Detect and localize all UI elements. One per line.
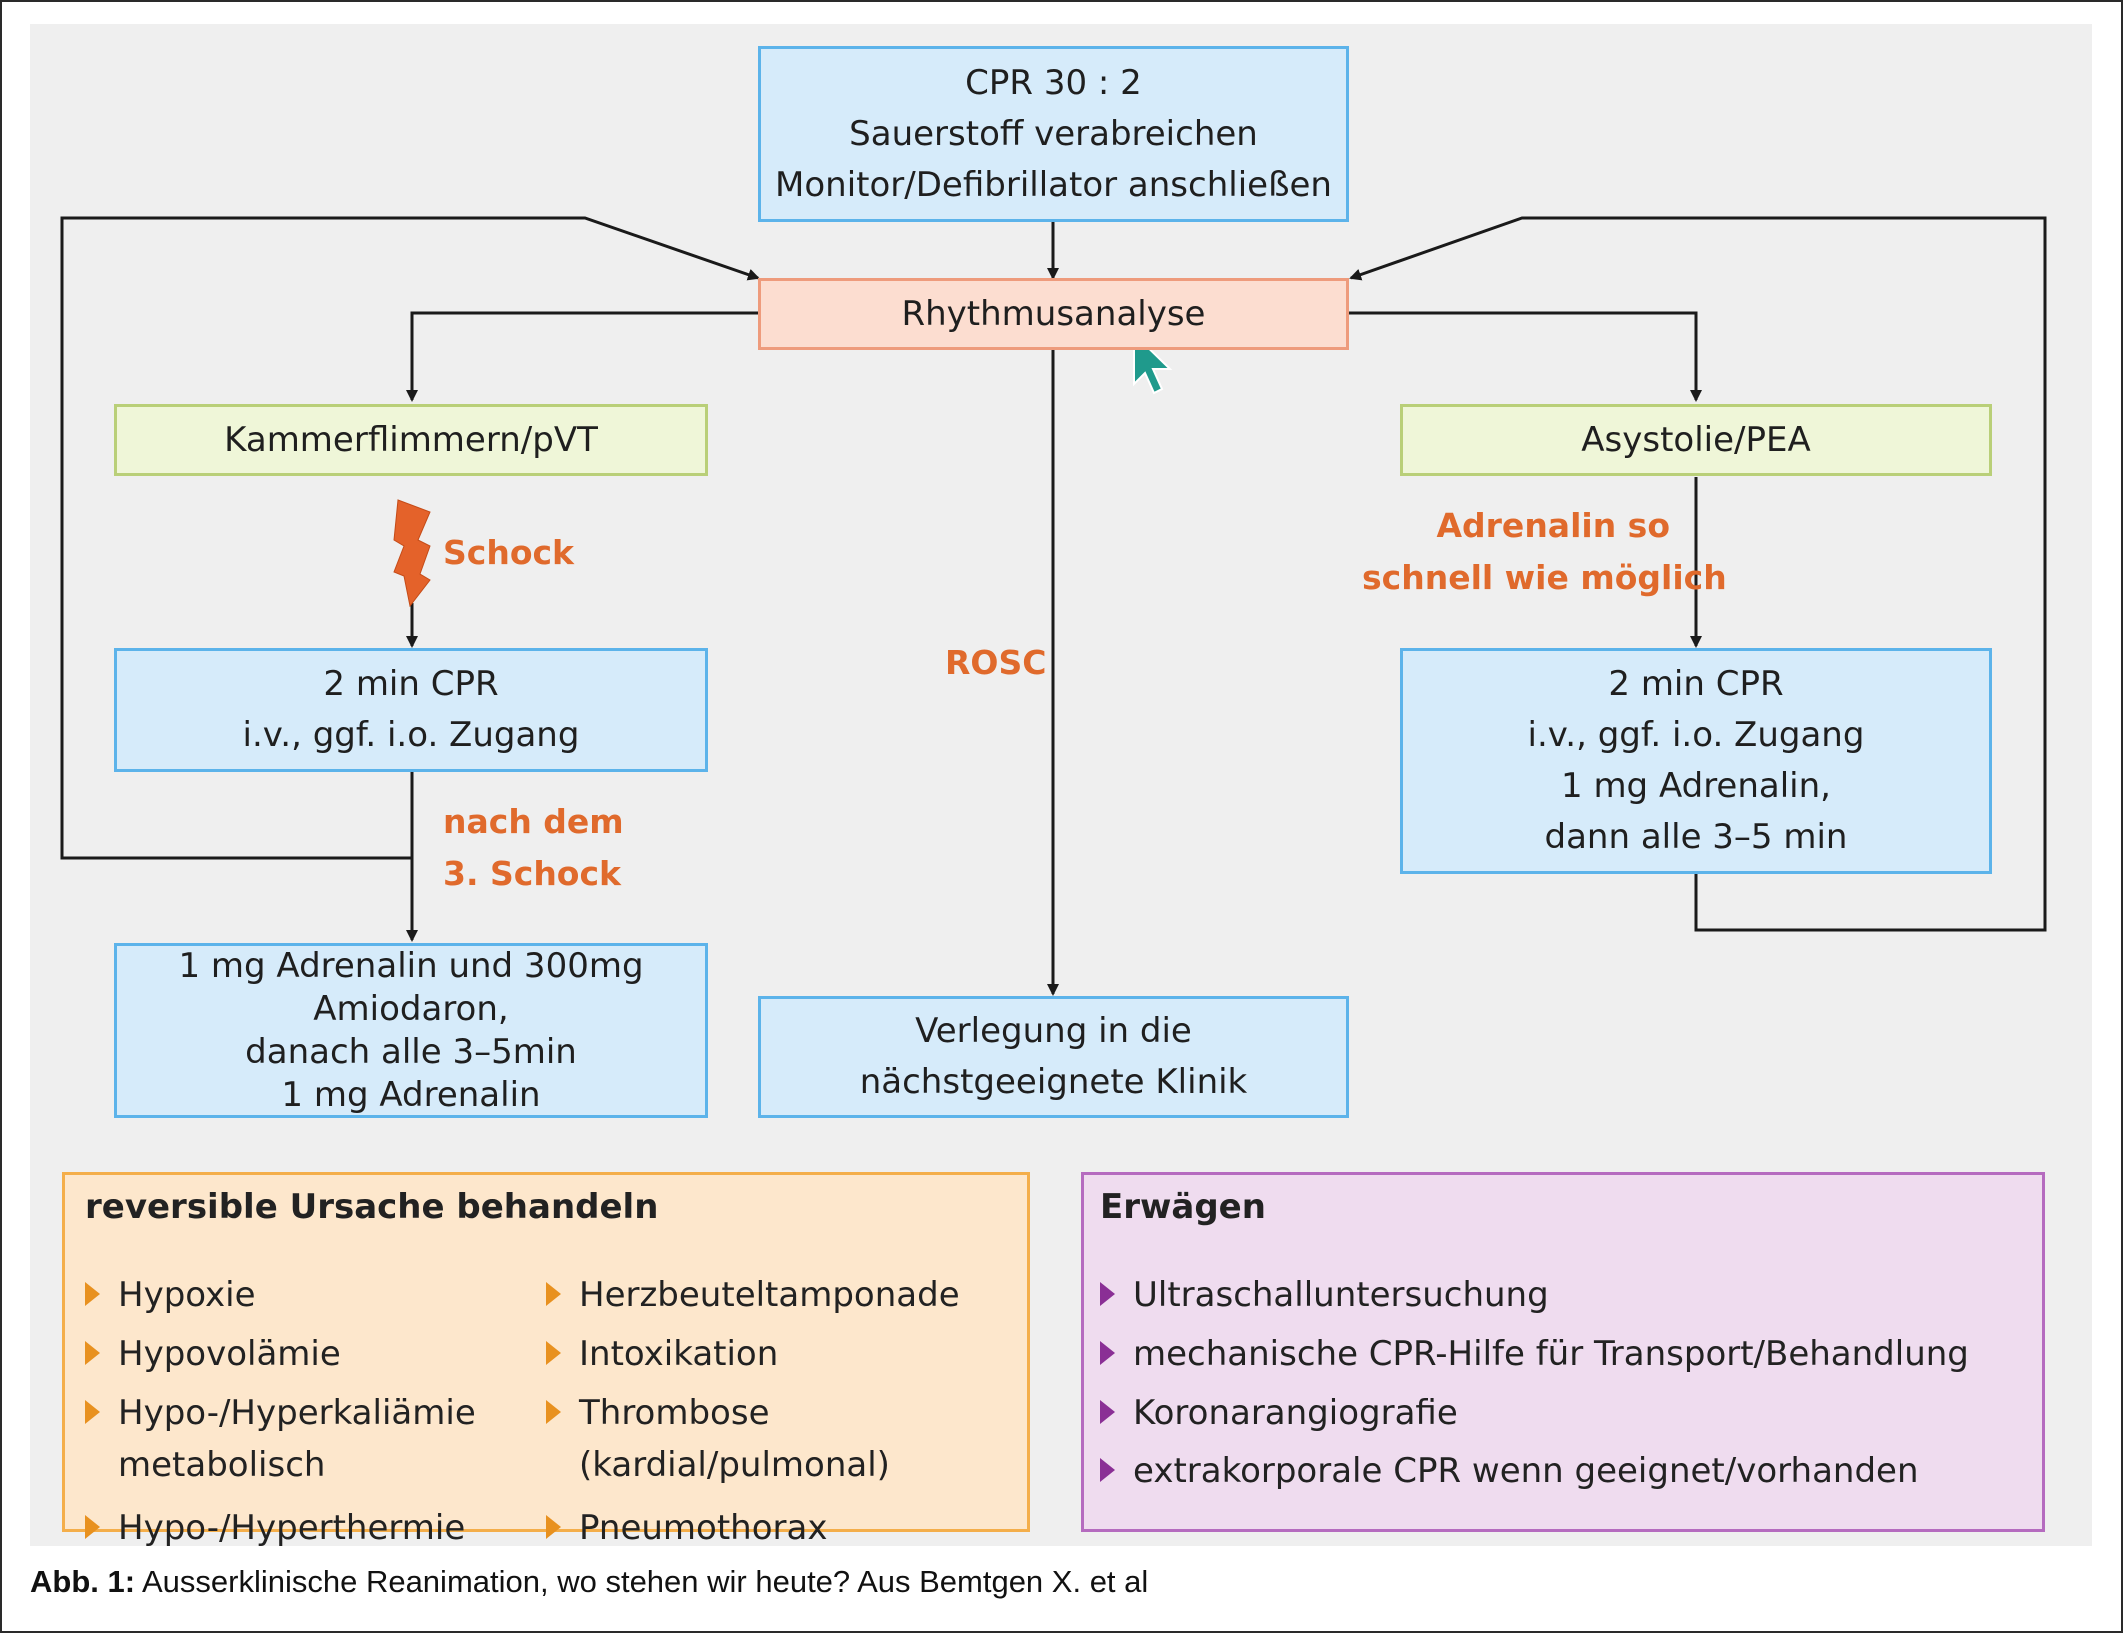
cpr-left-line-1: 2 min CPR: [323, 664, 499, 704]
cpr-left-line-2: i.v., ggf. i.o. Zugang: [242, 715, 580, 755]
reversible-item: Hypoxie: [85, 1269, 256, 1321]
box-rhythm-analysis: Rhythmusanalyse: [758, 278, 1349, 350]
box-cpr-right: 2 min CPR i.v., ggf. i.o. Zugang 1 mg Ad…: [1400, 648, 1992, 874]
bullet-triangle-icon: [1100, 1457, 1115, 1482]
arrow-rhythm-to-asystole: [1349, 311, 1702, 402]
legend-consider: Erwägen Ultraschalluntersuchung mechanis…: [1081, 1172, 2045, 1532]
vf-label: Kammerflimmern/pVT: [224, 419, 598, 460]
cpr-right-line-4: dann alle 3–5 min: [1544, 817, 1848, 857]
reversible-item: Hypo-/Hyperthermie: [85, 1502, 465, 1554]
bullet-triangle-icon: [546, 1340, 561, 1365]
consider-item: Ultraschalluntersuchung: [1100, 1269, 1549, 1321]
cpr-line-3: Monitor/Defibrillator anschließen: [775, 164, 1332, 205]
consider-item: mechanische CPR-Hilfe für Transport/Beha…: [1100, 1328, 1969, 1380]
reversible-item: Intoxikation: [546, 1328, 778, 1380]
label-shock: Schock: [443, 533, 575, 572]
reversible-item: Hypo-/Hyperkaliämie: [85, 1387, 476, 1439]
box-adrenalin-amiodaron: 1 mg Adrenalin und 300mg Amiodaron, dana…: [114, 943, 708, 1118]
transfer-line-1: Verlegung in die: [915, 1011, 1192, 1051]
cpr-line-2: Sauerstoff verabreichen: [849, 113, 1258, 154]
figure-caption: Abb. 1: Ausserklinische Reanimation, wo …: [30, 1564, 1148, 1600]
label-after-third-shock: nach dem 3. Schock: [443, 796, 624, 900]
reversible-item-continuation: metabolisch: [118, 1445, 326, 1485]
bullet-triangle-icon: [85, 1514, 100, 1539]
arrow-rhythm-to-vf: [406, 311, 758, 402]
caption-text: Ausserklinische Reanimation, wo stehen w…: [135, 1564, 1149, 1599]
reversible-item-continuation: (kardial/pulmonal): [579, 1445, 890, 1485]
box-asystole-pea: Asystolie/PEA: [1400, 404, 1992, 476]
bullet-triangle-icon: [85, 1281, 100, 1306]
cpr-right-line-2: i.v., ggf. i.o. Zugang: [1527, 715, 1865, 755]
reversible-title: reversible Ursache behandeln: [85, 1187, 659, 1227]
caption-label: Abb. 1:: [30, 1564, 136, 1599]
box-cpr-initial: CPR 30 : 2 Sauerstoff verabreichen Monit…: [758, 46, 1349, 222]
bullet-triangle-icon: [85, 1399, 100, 1424]
bullet-triangle-icon: [546, 1281, 561, 1306]
adrenalin-line-3: 1 mg Adrenalin: [281, 1074, 541, 1115]
consider-item: extrakorporale CPR wenn geeignet/vorhand…: [1100, 1445, 1919, 1497]
reversible-item: Hypovolämie: [85, 1328, 341, 1380]
bullet-triangle-icon: [85, 1340, 100, 1365]
adrenalin-line-1: 1 mg Adrenalin und 300mg Amiodaron,: [178, 945, 644, 1029]
loop-right-to-rhythm: [1349, 216, 2047, 932]
bullet-triangle-icon: [546, 1514, 561, 1539]
lightning-bolt-icon: [393, 499, 431, 608]
loop-left-to-rhythm: [60, 216, 760, 860]
legend-reversible-causes: reversible Ursache behandeln Hypoxie Hyp…: [62, 1172, 1030, 1548]
transfer-line-2: nächstgeeignete Klinik: [859, 1062, 1248, 1102]
cpr-line-1: CPR 30 : 2: [965, 62, 1142, 103]
box-vf-pvt: Kammerflimmern/pVT: [114, 404, 708, 476]
cpr-right-line-3: 1 mg Adrenalin,: [1561, 766, 1831, 806]
reversible-item: Herzbeuteltamponade: [546, 1269, 960, 1321]
box-transfer-clinic: Verlegung in die nächstgeeignete Klinik: [758, 996, 1349, 1118]
after-shock-line-1: nach dem: [443, 802, 624, 841]
consider-title: Erwägen: [1100, 1187, 1266, 1227]
box-cpr-left: 2 min CPR i.v., ggf. i.o. Zugang: [114, 648, 708, 772]
bullet-triangle-icon: [1100, 1281, 1115, 1306]
asystole-label: Asystolie/PEA: [1581, 419, 1811, 460]
rhythm-label: Rhythmusanalyse: [901, 293, 1206, 334]
reversible-item: Pneumothorax: [546, 1502, 827, 1554]
bullet-triangle-icon: [1100, 1399, 1115, 1424]
bullet-triangle-icon: [1100, 1340, 1115, 1365]
cpr-right-line-1: 2 min CPR: [1608, 664, 1784, 704]
adrenalin-fast-line-1: Adrenalin so: [1436, 506, 1671, 545]
after-shock-line-2: 3. Schock: [443, 854, 621, 893]
reversible-item: Thrombose: [546, 1387, 770, 1439]
label-adrenalin-fast: Adrenalin so schnell wie möglich: [1362, 500, 1727, 604]
consider-item: Koronarangiografie: [1100, 1387, 1458, 1439]
label-rosc: ROSC: [945, 643, 1047, 682]
adrenalin-fast-line-2: schnell wie möglich: [1362, 558, 1727, 597]
adrenalin-line-2: danach alle 3–5min: [245, 1031, 577, 1072]
bullet-triangle-icon: [546, 1399, 561, 1424]
